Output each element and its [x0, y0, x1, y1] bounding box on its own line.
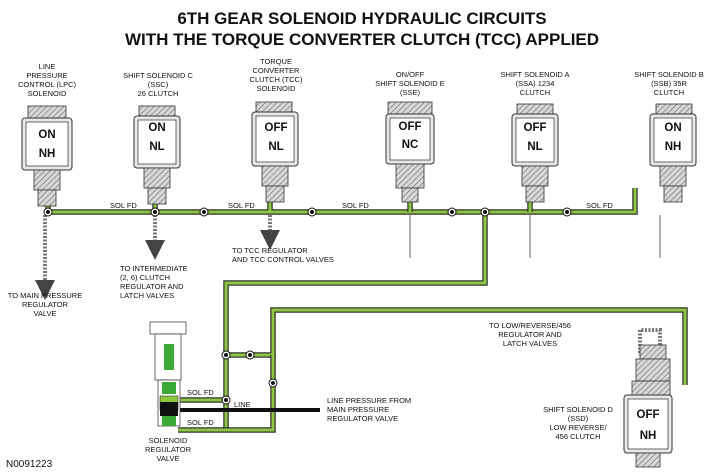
tcc-state: OFF: [265, 122, 288, 134]
callout-line-pressure-from: LINE PRESSURE FROM MAIN PRESSURE REGULAT…: [327, 396, 411, 423]
ssd-state: OFF: [637, 409, 660, 421]
svg-text:(SSC): (SSC): [148, 80, 169, 89]
svg-text:REGULATOR AND: REGULATOR AND: [498, 330, 562, 339]
svg-text:SHIFT SOLENOID A: SHIFT SOLENOID A: [500, 70, 569, 79]
junction-dots: [43, 207, 572, 405]
lpc-type: NH: [39, 148, 56, 160]
ssb-label: SHIFT SOLENOID B (SSB) 35R CLUTCH: [634, 70, 703, 97]
line-labels: SOL FD SOL FD SOL FD SOL FD SOL FD LINE …: [110, 201, 613, 427]
sol-fd-label-5: SOL FD: [187, 388, 214, 397]
svg-text:(2, 6) CLUTCH: (2, 6) CLUTCH: [120, 273, 170, 282]
sse-label: ON/OFF SHIFT SOLENOID E (SSE): [375, 70, 444, 97]
solenoid-ssb: ON NH: [649, 103, 697, 203]
svg-text:SOLENOID: SOLENOID: [28, 89, 67, 98]
sol-fd-lower-lines: [178, 307, 688, 433]
svg-text:(SSE): (SSE): [400, 88, 421, 97]
svg-text:TO TCC REGULATOR: TO TCC REGULATOR: [232, 246, 308, 255]
sol-fd-label-4: SOL FD: [586, 201, 613, 210]
output-arrow-lines: [35, 215, 662, 355]
ssa-type: NL: [527, 141, 542, 153]
svg-text:LINE PRESSURE FROM: LINE PRESSURE FROM: [327, 396, 411, 405]
solenoid-ssc: ON NL: [133, 105, 181, 205]
svg-text:AND TCC CONTROL VALVES: AND TCC CONTROL VALVES: [232, 255, 334, 264]
svg-text:SHIFT SOLENOID B: SHIFT SOLENOID B: [634, 70, 703, 79]
solenoid-tcc: OFF NL: [251, 101, 299, 203]
lpc-label: LINE PRESSURE CONTROL (LPC) SOLENOID: [18, 62, 77, 98]
tcc-type: NL: [268, 141, 283, 153]
callout-main-pressure: TO MAIN PRESSURE REGULATOR VALVE: [8, 291, 82, 318]
ssa-state: OFF: [524, 122, 547, 134]
svg-text:VALVE: VALVE: [156, 454, 179, 463]
svg-text:26 CLUTCH: 26 CLUTCH: [138, 89, 179, 98]
sse-type: NC: [402, 139, 419, 151]
svg-text:SHIFT SOLENOID C: SHIFT SOLENOID C: [123, 71, 193, 80]
title-line-2: WITH THE TORQUE CONVERTER CLUTCH (TCC) A…: [125, 30, 599, 49]
lpc-state: ON: [38, 129, 55, 141]
solenoid-regulator-valve: [149, 321, 187, 427]
ssd-label: SHIFT SOLENOID D (SSD) LOW REVERSE/ 456 …: [543, 405, 613, 441]
svg-text:CONVERTER: CONVERTER: [253, 66, 301, 75]
svg-text:REGULATOR AND: REGULATOR AND: [120, 282, 184, 291]
ssc-type: NL: [149, 141, 164, 153]
svg-text:SHIFT SOLENOID D: SHIFT SOLENOID D: [543, 405, 613, 414]
title-line-1: 6TH GEAR SOLENOID HYDRAULIC CIRCUITS: [177, 9, 546, 28]
callout-regulator-valve: SOLENOID REGULATOR VALVE: [145, 436, 192, 463]
ssd-type: NH: [640, 430, 657, 442]
solenoid-ssd: OFF NH: [623, 344, 673, 468]
callout-low-reverse: TO LOW/REVERSE/456 REGULATOR AND LATCH V…: [489, 321, 571, 348]
callout-intermediate: TO INTERMEDIATE (2, 6) CLUTCH REGULATOR …: [120, 264, 188, 300]
svg-text:456 CLUTCH: 456 CLUTCH: [555, 432, 600, 441]
svg-text:PRESSURE: PRESSURE: [26, 71, 67, 80]
svg-text:LINE: LINE: [39, 62, 56, 71]
tcc-label: TORQUE CONVERTER CLUTCH (TCC) SOLENOID: [250, 57, 303, 93]
svg-text:TORQUE: TORQUE: [260, 57, 292, 66]
svg-text:MAIN PRESSURE: MAIN PRESSURE: [327, 405, 389, 414]
svg-text:LATCH VALVES: LATCH VALVES: [120, 291, 174, 300]
sol-fd-label-1: SOL FD: [110, 201, 137, 210]
sse-state: OFF: [399, 121, 422, 133]
svg-text:CLUTCH: CLUTCH: [520, 88, 550, 97]
sol-fd-label-6: SOL FD: [187, 418, 214, 427]
figure-id: N0091223: [6, 459, 53, 470]
svg-text:SOLENOID: SOLENOID: [149, 436, 188, 445]
svg-text:REGULATOR: REGULATOR: [145, 445, 192, 454]
svg-text:SOLENOID: SOLENOID: [257, 84, 296, 93]
sol-fd-label-2: SOL FD: [228, 201, 255, 210]
svg-text:LOW REVERSE/: LOW REVERSE/: [549, 423, 607, 432]
svg-text:REGULATOR: REGULATOR: [22, 300, 69, 309]
svg-text:TO MAIN PRESSURE: TO MAIN PRESSURE: [8, 291, 82, 300]
solenoid-ssa: OFF NL: [511, 103, 559, 203]
svg-text:CLUTCH: CLUTCH: [654, 88, 684, 97]
svg-text:TO LOW/REVERSE/456: TO LOW/REVERSE/456: [489, 321, 571, 330]
line-label: LINE: [234, 400, 251, 409]
svg-text:CLUTCH (TCC): CLUTCH (TCC): [250, 75, 303, 84]
svg-text:SHIFT SOLENOID E: SHIFT SOLENOID E: [375, 79, 444, 88]
svg-text:(SSD): (SSD): [568, 414, 589, 423]
ssa-label: SHIFT SOLENOID A (SSA) 1234 CLUTCH: [500, 70, 569, 97]
sol-fd-label-3: SOL FD: [342, 201, 369, 210]
svg-text:LATCH VALVES: LATCH VALVES: [503, 339, 557, 348]
ssb-type: NH: [665, 141, 682, 153]
ssc-state: ON: [148, 122, 165, 134]
solenoid-lpc: ON NH: [21, 105, 73, 207]
svg-text:ON/OFF: ON/OFF: [396, 70, 425, 79]
svg-text:(SSA) 1234: (SSA) 1234: [516, 79, 555, 88]
svg-text:VALVE: VALVE: [33, 309, 56, 318]
callout-tcc-regulator: TO TCC REGULATOR AND TCC CONTROL VALVES: [232, 246, 334, 264]
svg-text:(SSB) 35R: (SSB) 35R: [651, 79, 687, 88]
solenoid-sse: OFF NC: [385, 101, 435, 203]
svg-text:CONTROL (LPC): CONTROL (LPC): [18, 80, 77, 89]
svg-text:TO INTERMEDIATE: TO INTERMEDIATE: [120, 264, 188, 273]
svg-text:REGULATOR VALVE: REGULATOR VALVE: [327, 414, 398, 423]
ssc-label: SHIFT SOLENOID C (SSC) 26 CLUTCH: [123, 71, 193, 98]
ssb-state: ON: [664, 122, 681, 134]
